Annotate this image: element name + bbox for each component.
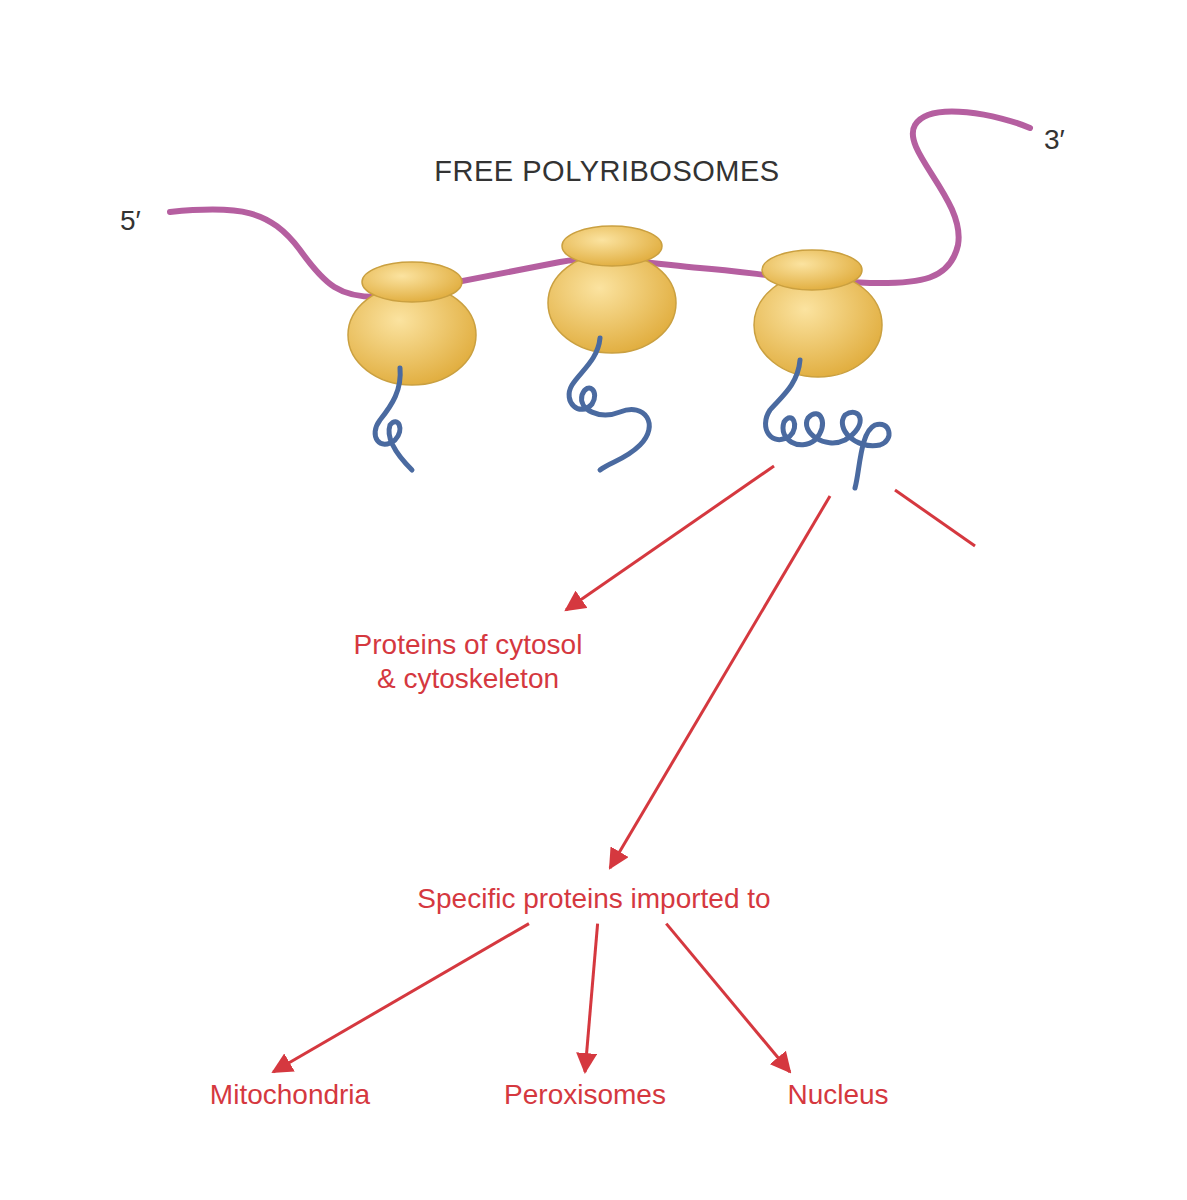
- node-text: Specific proteins imported to: [417, 882, 770, 916]
- text-node: Nucleus: [783, 1076, 892, 1114]
- text-node: Specific proteins imported to: [413, 880, 774, 918]
- pointer-arrow: [566, 466, 774, 610]
- node-text: Peroxisomes: [504, 1078, 666, 1112]
- arrow-connector: [585, 924, 598, 1072]
- pointer-arrow: [610, 496, 830, 868]
- ribosome: [754, 250, 882, 377]
- node-text: Mitochondria: [210, 1078, 370, 1112]
- ribosome: [548, 226, 676, 353]
- polypeptide: [375, 338, 889, 488]
- text-node: Proteins of cytosol & cytoskeleton: [339, 626, 597, 697]
- text-node: Mitochondria: [206, 1076, 374, 1114]
- arrow-connector: [273, 924, 529, 1072]
- node-text: Proteins of cytosol & cytoskeleton: [343, 628, 593, 695]
- node-text: Nucleus: [787, 1078, 888, 1112]
- arrow-connector: [666, 924, 790, 1072]
- diagram-title: FREE POLYRIBOSOMES: [434, 155, 779, 188]
- text-node: Peroxisomes: [500, 1076, 670, 1114]
- pointer-arrow: [895, 490, 975, 546]
- strand-end-label: 3′: [1044, 124, 1065, 156]
- ribosome: [348, 262, 476, 385]
- strand-end-label: 5′: [120, 205, 141, 237]
